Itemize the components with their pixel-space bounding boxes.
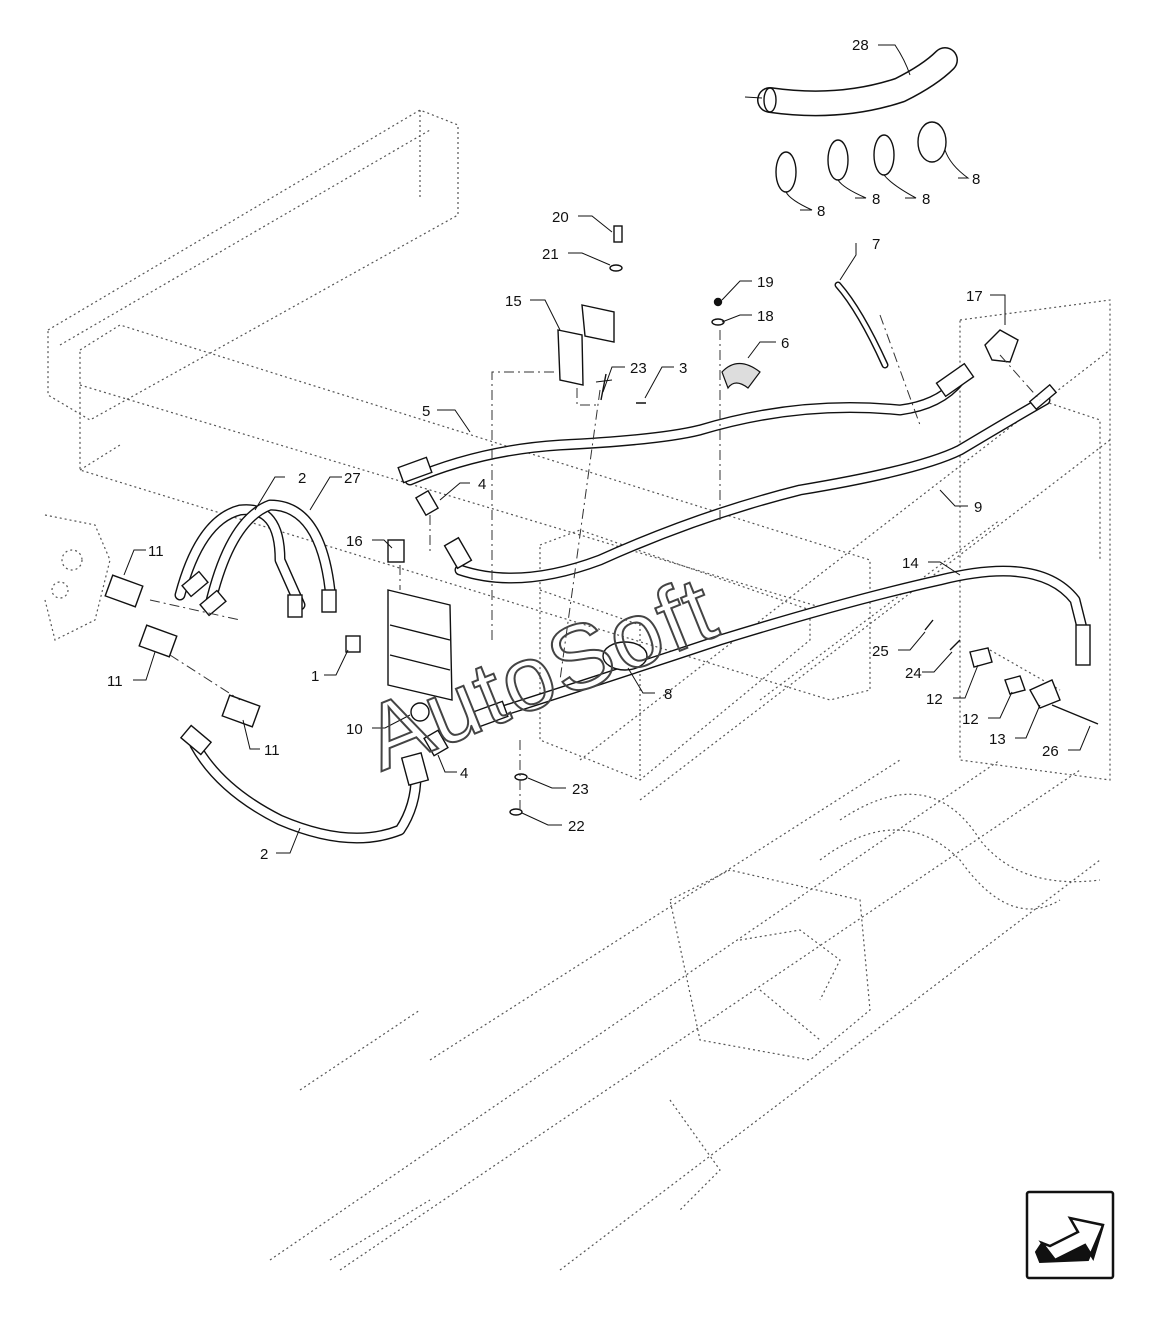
callout-3: 3 [679,360,687,377]
callout-6: 6 [781,335,789,352]
callout-8: 8 [972,171,980,188]
callout-4: 4 [478,476,486,493]
callout-11: 11 [107,673,123,690]
watermark-text: AutoSoft [351,557,731,790]
callout-4: 4 [460,765,468,782]
callout-8: 8 [817,203,825,220]
watermark: AutoSoft [350,556,732,791]
callout-8: 8 [922,191,930,208]
callout-23: 23 [630,360,647,377]
callout-7: 7 [872,236,880,253]
callout-leaders [123,44,1091,854]
callout-11: 11 [148,543,164,560]
callout-1: 1 [311,668,319,685]
callout-20: 20 [552,209,569,226]
arrow-down-left-icon[interactable] [1025,1190,1115,1280]
callout-2: 2 [260,846,268,863]
callout-10: 10 [346,721,363,738]
callout-13: 13 [989,731,1006,748]
callout-23: 23 [572,781,589,798]
callout-11: 11 [264,742,280,759]
callouts: 28 8 8 8 8 20 21 19 7 17 15 18 6 23 3 5 … [107,37,1059,863]
callout-9: 9 [974,499,982,516]
callout-22: 22 [568,818,585,835]
callout-8: 8 [872,191,880,208]
fittings [104,121,1099,816]
callout-17: 17 [966,288,983,305]
callout-27: 27 [344,470,361,487]
centre-lines [149,314,1041,810]
callout-26: 26 [1042,743,1059,760]
callout-8: 8 [664,686,672,703]
callout-24: 24 [905,665,922,682]
hoses [174,47,1091,844]
callout-19: 19 [757,274,774,291]
callout-14: 14 [902,555,919,572]
callout-12: 12 [962,711,979,728]
callout-15: 15 [505,293,522,310]
callout-5: 5 [422,403,430,420]
callout-2: 2 [298,470,306,487]
callout-21: 21 [542,246,559,263]
callout-25: 25 [872,643,889,660]
callout-18: 18 [757,308,774,325]
frame-background [44,109,1111,1271]
callout-16: 16 [346,533,363,550]
callout-12: 12 [926,691,943,708]
callout-28: 28 [852,37,869,54]
